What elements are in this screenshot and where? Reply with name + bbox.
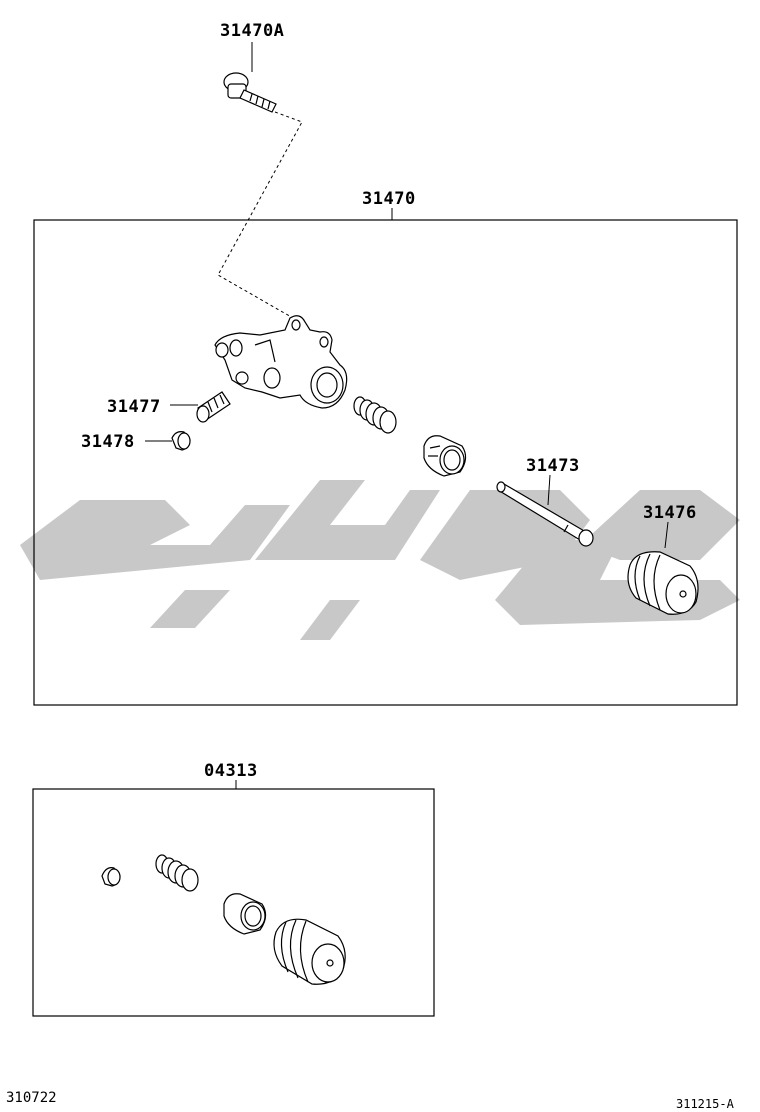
watermark-logo (20, 480, 740, 640)
bleeder-plug-icon (196, 391, 231, 423)
union-bolt-icon (223, 72, 277, 113)
label-31478: 31478 (81, 432, 135, 452)
label-31473: 31473 (526, 456, 580, 476)
bleeder-cap-icon (171, 431, 191, 451)
push-rod-icon (496, 481, 594, 547)
kit-cap-icon (101, 867, 121, 887)
assembly-frame (33, 219, 738, 706)
footer-right-code: 311215-A (676, 1097, 734, 1111)
label-31477: 31477 (107, 397, 161, 417)
label-31470A: 31470A (220, 21, 285, 41)
piston-icon (423, 435, 467, 477)
bolt-dashed-leader (217, 111, 303, 323)
boot-icon (627, 551, 699, 615)
footer-left-code: 310722 (6, 1090, 57, 1106)
label-04313: 04313 (204, 761, 258, 781)
label-31476: 31476 (643, 503, 697, 523)
spring-icon (353, 396, 397, 434)
repair-kit-frame (32, 788, 435, 1017)
kit-piston-icon (223, 893, 267, 935)
leader-lines (145, 42, 669, 789)
kit-spring-icon (155, 854, 199, 892)
kit-boot-icon (273, 918, 346, 985)
cylinder-body-icon (214, 315, 348, 409)
label-31470: 31470 (362, 189, 416, 209)
